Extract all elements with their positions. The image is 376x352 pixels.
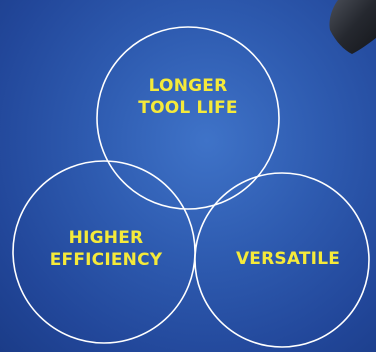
label-versatile: VERSATILE (218, 249, 358, 271)
label-top-line-2: TOOL LIFE (138, 97, 238, 118)
label-higher-efficiency: HIGHER EFFICIENCY (28, 228, 184, 272)
label-top-line-1: LONGER (148, 76, 228, 96)
label-left-line-1: HIGHER (68, 228, 144, 248)
label-left-line-2: EFFICIENCY (49, 249, 163, 270)
label-longer-tool-life: LONGER TOOL LIFE (118, 76, 258, 120)
label-right-line-1: VERSATILE (235, 249, 341, 269)
circle-right (194, 172, 370, 348)
circle-top (96, 26, 280, 210)
